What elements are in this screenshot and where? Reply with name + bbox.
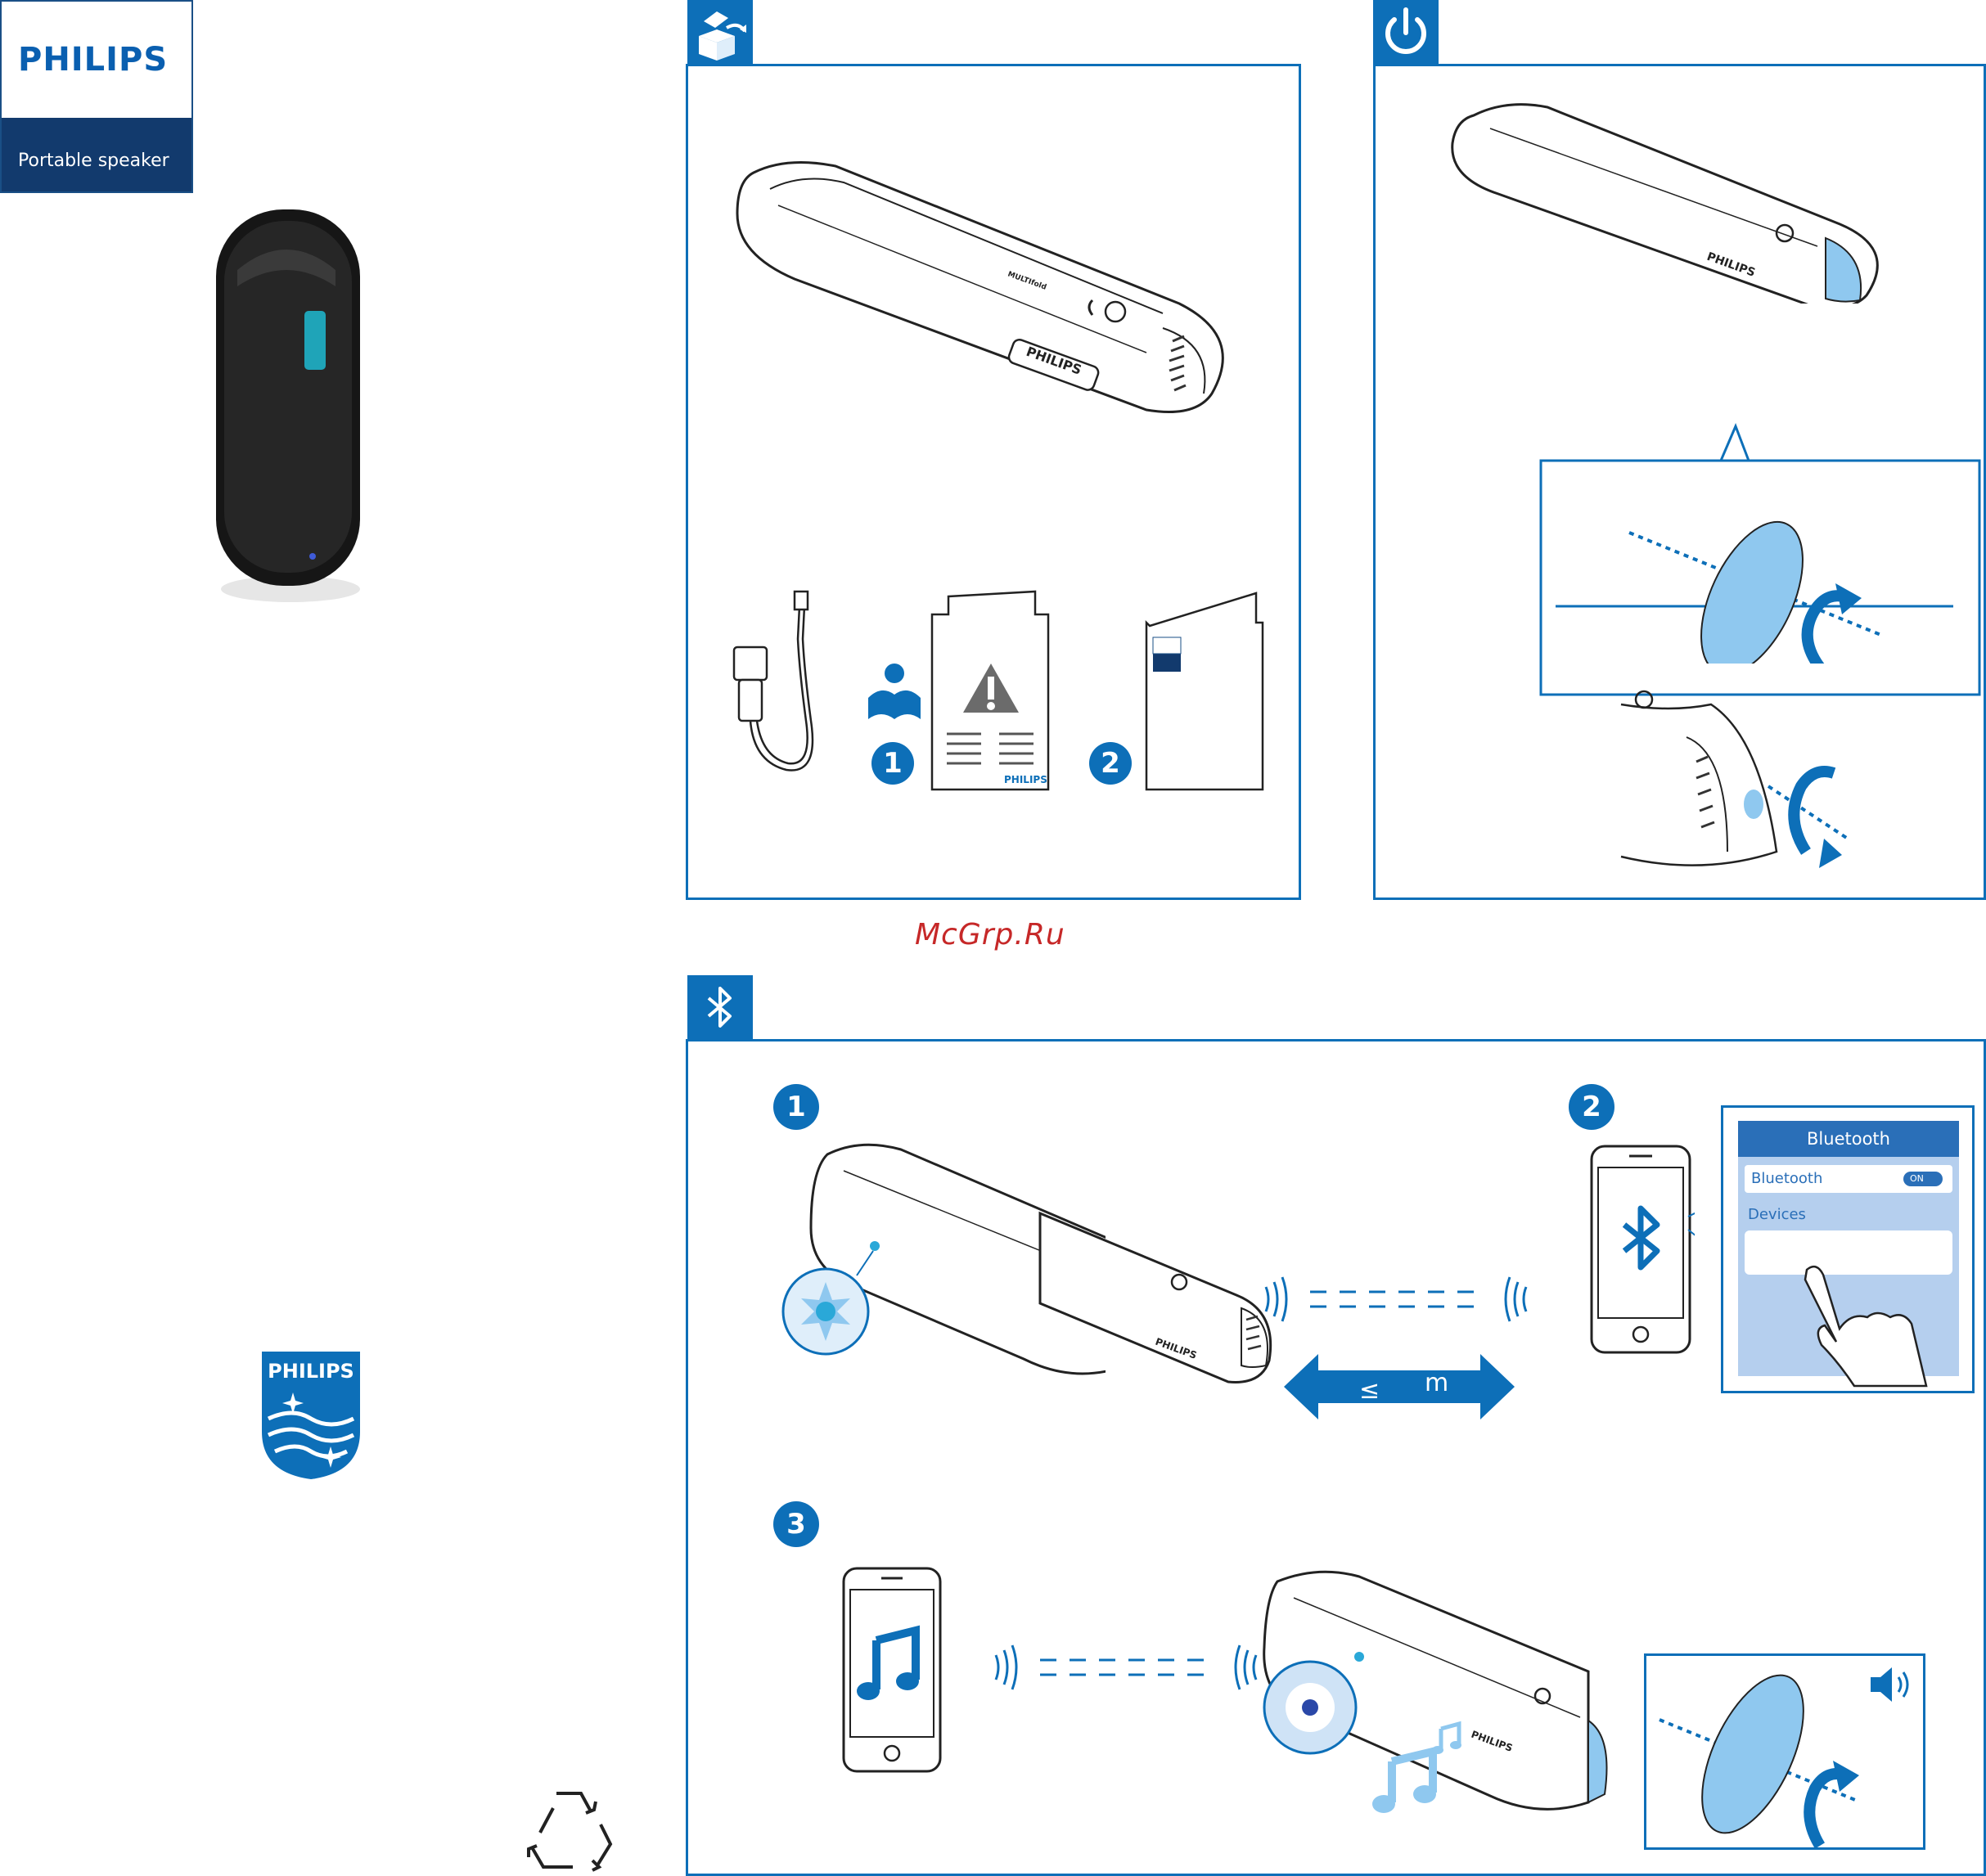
product-name: Portable speaker bbox=[18, 151, 169, 171]
knob-return-illustration bbox=[1605, 688, 1932, 876]
volume-knob-callout bbox=[1644, 1653, 1925, 1850]
speaker-illustration: MULTIfold PHILIPS bbox=[721, 156, 1245, 418]
range-arrow: ≤ bbox=[1282, 1352, 1516, 1421]
speaker-body-step1: PHILIPS bbox=[1032, 1205, 1294, 1393]
philips-shield-logo: PHILIPS bbox=[260, 1350, 362, 1481]
bluetooth-tab bbox=[687, 975, 753, 1041]
read-manual-icon bbox=[863, 662, 925, 727]
box-contents-panel: MULTIfold PHILIPS 1 PHILIPS 2 bbox=[686, 64, 1301, 900]
bt-step-number-2: 2 bbox=[1569, 1084, 1614, 1130]
knob-rotate-illustration bbox=[1613, 475, 1924, 664]
signal-waves-icon-2 bbox=[991, 1639, 1261, 1696]
volume-icon bbox=[1867, 1664, 1916, 1705]
devices-label: Devices bbox=[1748, 1206, 1806, 1223]
leaflet-brand-label: PHILIPS bbox=[1004, 774, 1047, 785]
bluetooth-icon bbox=[687, 975, 753, 1041]
bluetooth-panel: 1 2 3 PHILIPS bbox=[686, 1039, 1986, 1876]
product-photo bbox=[205, 205, 368, 614]
bt-step-number-1: 1 bbox=[773, 1084, 819, 1130]
brand-header: PHILIPS Portable speaker bbox=[0, 0, 193, 193]
phone-music-illustration bbox=[840, 1565, 943, 1775]
philips-logo-text: PHILIPS bbox=[18, 41, 168, 79]
open-box-icon bbox=[687, 0, 753, 65]
bt-toggle-switch[interactable]: ON bbox=[1903, 1172, 1943, 1186]
step-number-1: 1 bbox=[871, 742, 914, 785]
range-symbol: ≤ bbox=[1359, 1376, 1380, 1405]
watermark-text: McGrp.Ru bbox=[915, 918, 1065, 951]
bt-toggle-row[interactable]: Bluetooth ON bbox=[1745, 1165, 1952, 1193]
power-panel: PHILIPS bbox=[1373, 64, 1986, 900]
range-unit: m bbox=[1425, 1369, 1448, 1397]
usb-cable-icon bbox=[729, 590, 827, 786]
signal-waves-icon bbox=[1261, 1271, 1531, 1328]
safety-leaflet: PHILIPS bbox=[930, 590, 1053, 794]
box-contents-tab bbox=[687, 0, 753, 65]
finger-tap-icon bbox=[1789, 1263, 1969, 1394]
speaker-playing-illustration: PHILIPS bbox=[1228, 1565, 1613, 1860]
power-tab bbox=[1373, 0, 1439, 65]
phone-screen-zoom: Bluetooth Bluetooth ON Devices bbox=[1721, 1105, 1975, 1393]
bt-toggle-label: Bluetooth bbox=[1751, 1170, 1822, 1187]
bt-step-number-3: 3 bbox=[773, 1501, 819, 1547]
phone-bluetooth-illustration bbox=[1588, 1143, 1695, 1356]
recycle-icon bbox=[524, 1784, 614, 1874]
bt-settings-title: Bluetooth bbox=[1738, 1121, 1959, 1157]
quick-start-guide bbox=[1143, 590, 1266, 794]
shield-logo-text: PHILIPS bbox=[268, 1360, 354, 1383]
step-number-2: 2 bbox=[1089, 742, 1132, 785]
power-icon bbox=[1373, 0, 1439, 65]
